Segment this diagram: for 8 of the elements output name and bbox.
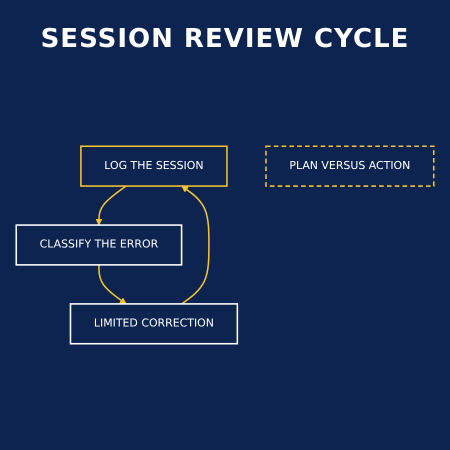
title: SESSION REVIEW CYCLE	[40, 24, 410, 54]
arrow	[181, 186, 210, 305]
node-box: LIMITED CORRECTION	[70, 303, 238, 344]
arrow	[96, 185, 127, 226]
node-box: CLASSIFY THE ERROR	[15, 224, 182, 266]
arrow	[98, 264, 126, 304]
node-box: PLAN VERSUS ACTION	[265, 145, 435, 187]
node-box: LOG THE SESSION	[80, 145, 228, 187]
